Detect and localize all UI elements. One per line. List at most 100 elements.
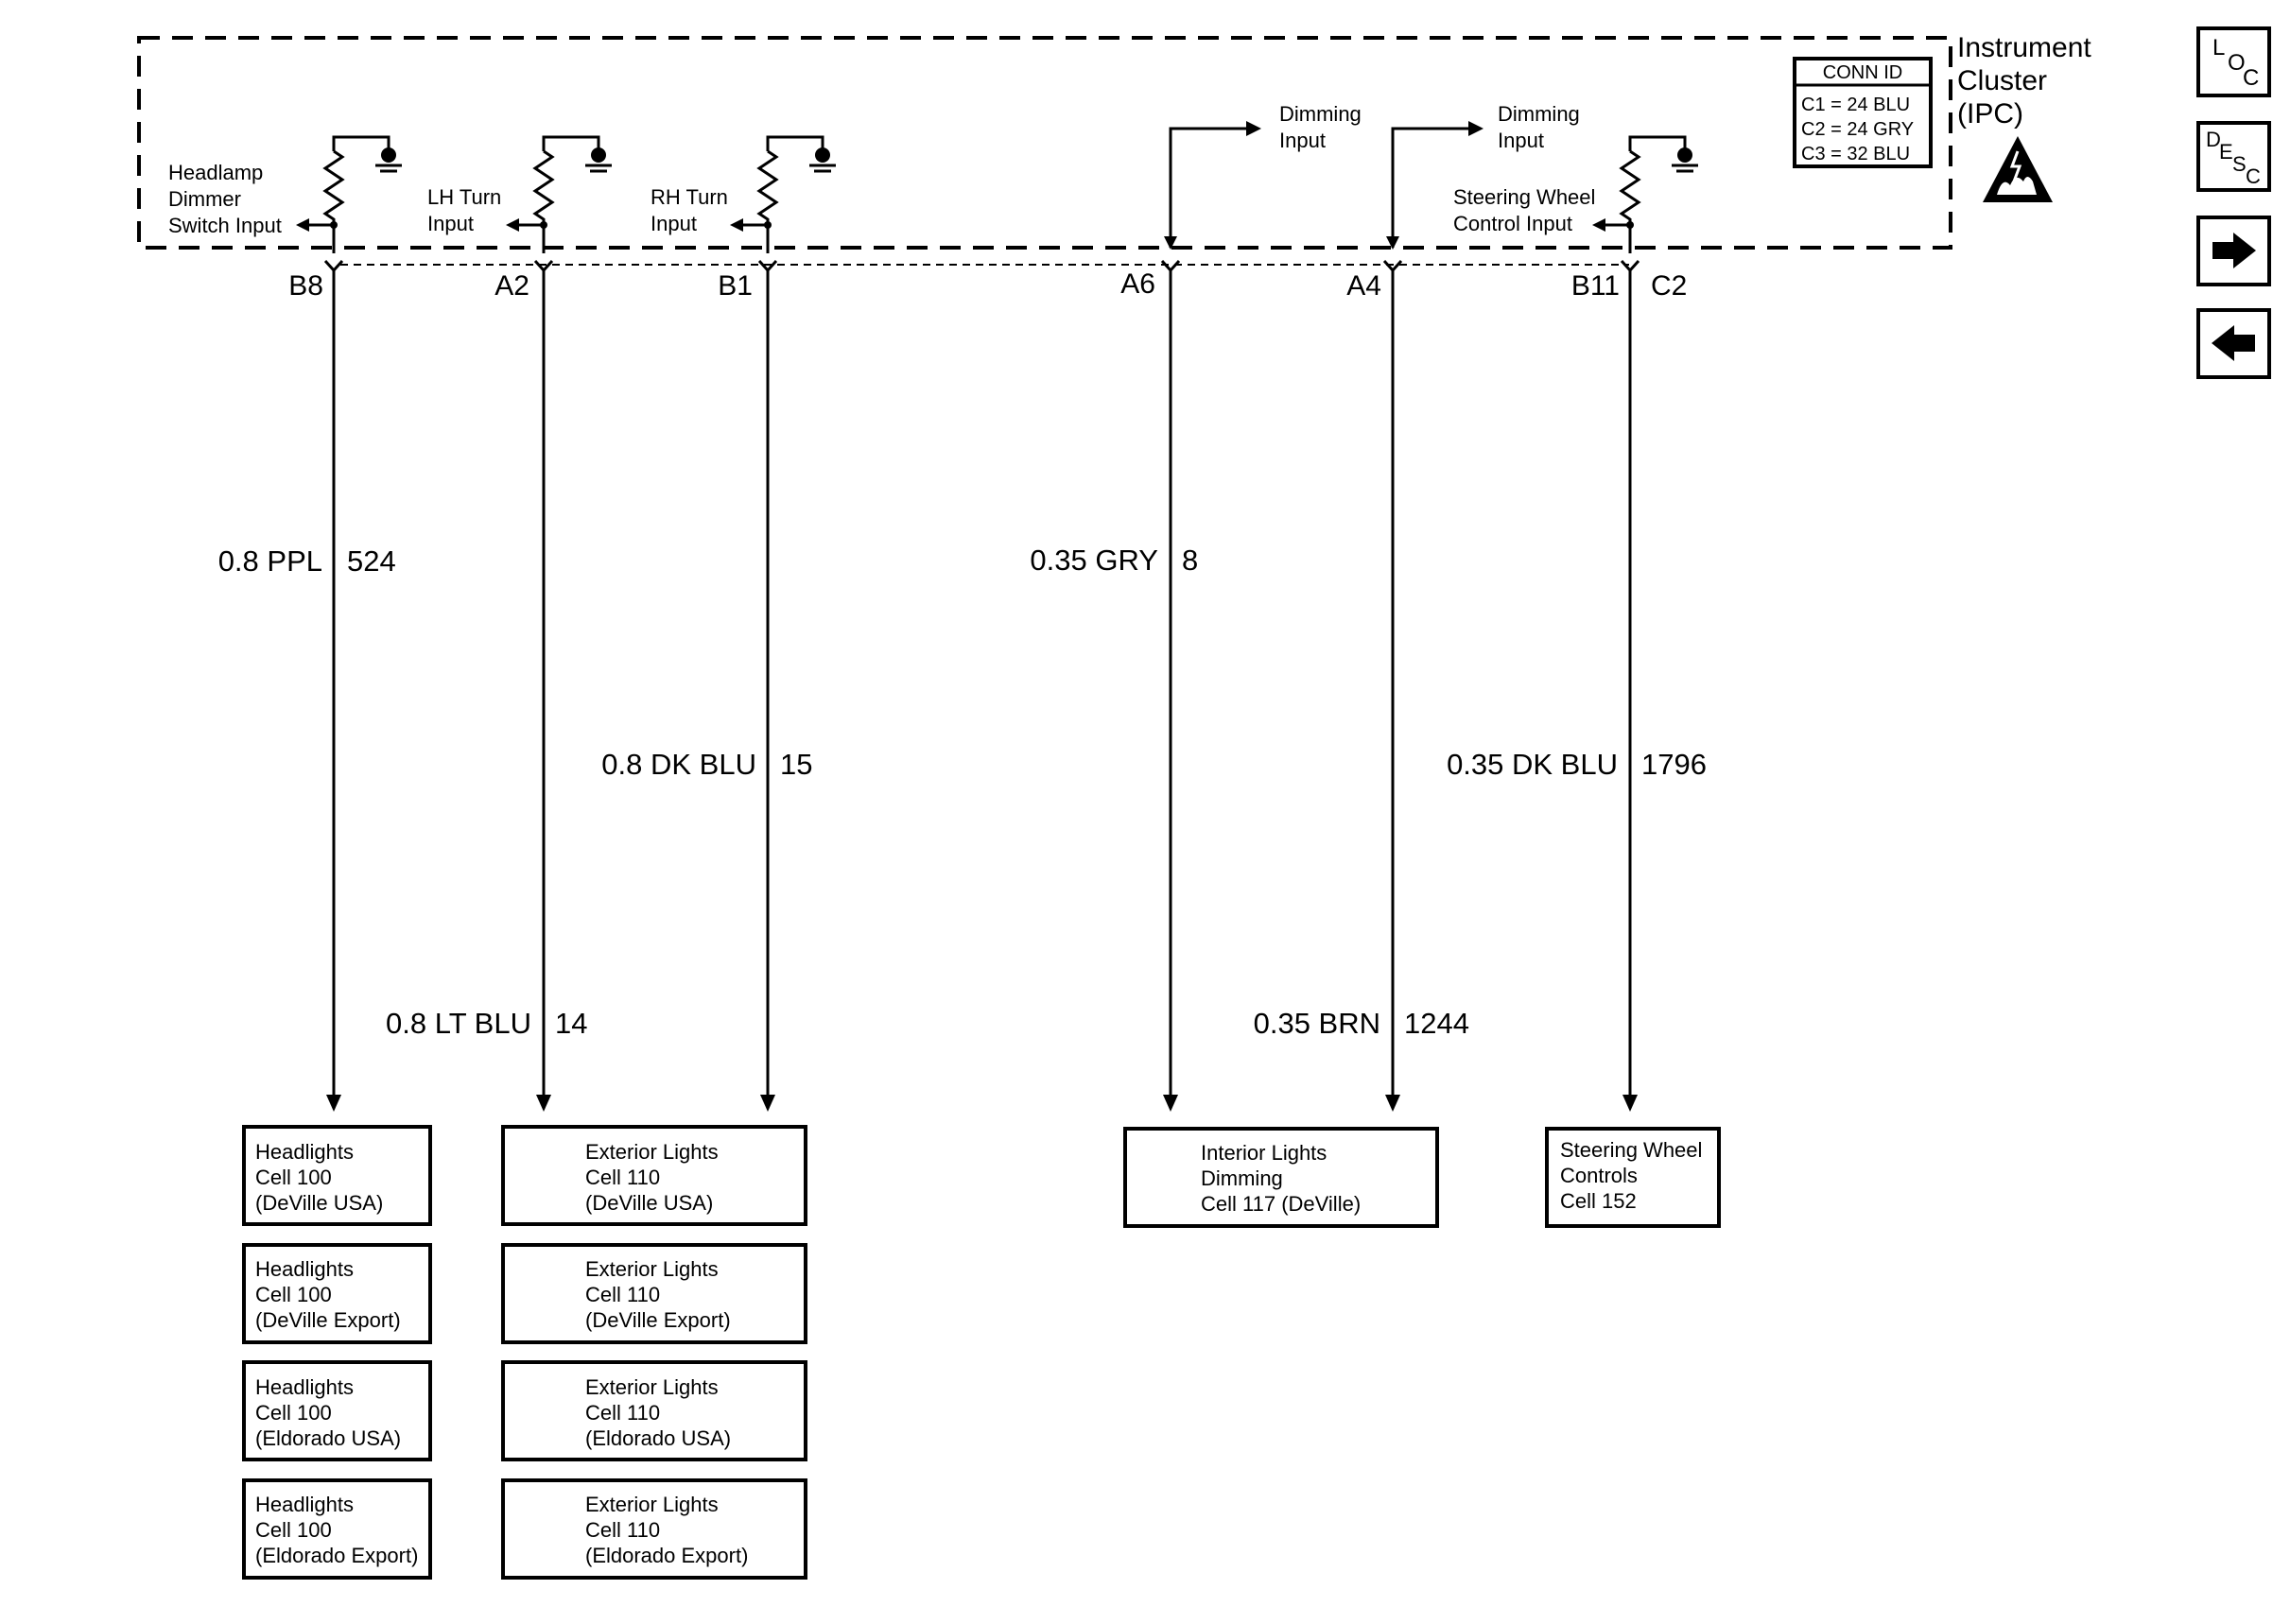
desc-letter: S [2232,152,2247,176]
svg-text:Cell 100: Cell 100 [255,1518,332,1542]
wire-circuit-a6: 8 [1182,544,1198,577]
wire-arrowheads [326,1095,1638,1112]
wire-color-a4: 0.35 BRN [1254,1007,1380,1040]
rh-turn-input-label: Input [651,212,697,235]
svg-text:Steering Wheel: Steering Wheel [1560,1138,1702,1162]
ground-icon [585,147,612,173]
ground-icon [375,147,402,173]
next-page-button[interactable] [2196,216,2271,286]
electrostatic-discharge-warning-icon [1983,136,2053,202]
arrow-right-icon [2212,233,2256,268]
svg-text:(DeVille Export): (DeVille Export) [255,1308,401,1332]
steering-wheel-circuit [1592,135,1698,253]
lh-turn-input-label: LH Turn [427,185,501,209]
desc-button[interactable]: D E S C [2196,121,2271,192]
destination-box-steering-wheel-controls[interactable]: Steering Wheel Controls Cell 152 [1545,1127,1721,1228]
svg-text:Cell 110: Cell 110 [585,1518,660,1542]
dimming-input-label: Input [1279,129,1326,152]
destination-box-headlights[interactable]: Headlights Cell 100 (DeVille Export) [242,1243,432,1344]
dimming-input-label: Dimming [1279,102,1362,126]
ground-icon [809,147,836,173]
location-icon: L [2212,35,2225,60]
ground-icon [1672,147,1698,173]
destination-box-headlights[interactable]: Headlights Cell 100 (DeVille USA) [242,1125,432,1226]
svg-text:Cell 110: Cell 110 [585,1166,660,1189]
destination-box-exterior-lights[interactable]: Exterior Lights Cell 110 (Eldorado Expor… [501,1478,807,1580]
svg-text:(Eldorado USA): (Eldorado USA) [585,1426,731,1450]
svg-text:Headlights: Headlights [255,1375,354,1399]
rh-turn-circuit [730,135,836,253]
conn-id-header: CONN ID [1823,62,1902,83]
headlamp-input-label: Headlamp [168,161,263,184]
svg-text:Interior Lights: Interior Lights [1201,1141,1327,1165]
wire-color-a6: 0.35 GRY [1030,544,1158,577]
svg-text:(DeVille USA): (DeVille USA) [255,1191,383,1215]
conn-id-row: C2 = 24 GRY [1801,119,1914,140]
wire-circuit-b1: 15 [780,748,812,781]
loc-letter: O [2228,50,2246,76]
svg-text:Cell 152: Cell 152 [1560,1189,1637,1213]
dimming-input-2-circuit [1386,121,1484,250]
destination-box-exterior-lights[interactable]: Exterior Lights Cell 110 (DeVille Export… [501,1243,807,1344]
destination-box-interior-lights-dimming[interactable]: Interior Lights Dimming Cell 117 (DeVill… [1123,1127,1439,1228]
svg-text:Cell 100: Cell 100 [255,1401,332,1425]
wire-circuit-b8: 524 [347,544,396,578]
desc-letter: E [2219,140,2233,164]
destination-box-headlights[interactable]: Headlights Cell 100 (Eldorado USA) [242,1360,432,1461]
wire-circuit-b11: 1796 [1641,748,1707,781]
conn-id-table: CONN ID C1 = 24 BLU C2 = 24 GRY C3 = 32 … [1793,57,1933,168]
wire-color-b8: 0.8 PPL [218,544,322,578]
dimming-input-label: Input [1498,129,1544,152]
module-title-line-1: Instrument [1957,32,2091,63]
previous-page-button[interactable] [2196,308,2271,379]
steering-input-label: Steering Wheel [1453,185,1595,209]
conn-id-row: C1 = 24 BLU [1801,95,1910,115]
svg-text:Cell 110: Cell 110 [585,1283,660,1306]
rh-turn-input-label: RH Turn [651,185,728,209]
lh-turn-input-label: Input [427,212,474,235]
lh-turn-circuit [506,135,612,253]
svg-text:Headlights: Headlights [255,1257,354,1281]
description-icon: D [2206,128,2221,151]
loc-button[interactable]: L O C [2196,26,2271,97]
module-title-line-3: (IPC) [1957,98,2023,130]
svg-text:Exterior Lights: Exterior Lights [585,1257,719,1281]
svg-text:(DeVille Export): (DeVille Export) [585,1308,731,1332]
instrument-cluster-boundary [137,36,1952,250]
dimming-input-1-circuit [1164,121,1261,250]
dimming-input-label: Dimming [1498,102,1580,126]
module-title-line-2: Cluster [1957,65,2047,96]
headlamp-input-label: Dimmer [168,187,241,211]
pin-label-b11: B11 [1571,270,1620,302]
destination-box-exterior-lights[interactable]: Exterior Lights Cell 110 (DeVille USA) [501,1125,807,1226]
svg-text:(Eldorado Export): (Eldorado Export) [255,1544,418,1567]
svg-text:(Eldorado Export): (Eldorado Export) [585,1544,748,1567]
pin-label-b1: B1 [718,270,753,302]
arrow-left-icon [2212,325,2255,361]
svg-text:Cell 100: Cell 100 [255,1166,332,1189]
pin-label-a2: A2 [495,270,529,302]
pin-label-a6: A6 [1120,268,1155,300]
pin-label-c2: C2 [1651,270,1687,302]
svg-text:(DeVille USA): (DeVille USA) [585,1191,713,1215]
destination-box-exterior-lights[interactable]: Exterior Lights Cell 110 (Eldorado USA) [501,1360,807,1461]
destination-box-headlights[interactable]: Headlights Cell 100 (Eldorado Export) [242,1478,432,1580]
conn-id-row: C3 = 32 BLU [1801,144,1910,164]
wire-color-b1: 0.8 DK BLU [601,748,756,781]
svg-text:Exterior Lights: Exterior Lights [585,1375,719,1399]
svg-text:Controls: Controls [1560,1164,1638,1187]
wires [332,270,1632,1097]
headlamp-input-label: Switch Input [168,214,282,237]
wire-circuit-a2: 14 [555,1007,587,1040]
svg-text:Dimming: Dimming [1201,1166,1283,1190]
pin-label-b8: B8 [288,270,323,302]
svg-text:Headlights: Headlights [255,1493,354,1516]
svg-text:Cell 110: Cell 110 [585,1401,660,1425]
steering-input-label: Control Input [1453,212,1572,235]
headlamp-dimmer-circuit [296,135,402,253]
svg-text:Exterior Lights: Exterior Lights [585,1493,719,1516]
wire-circuit-a4: 1244 [1404,1007,1469,1040]
wire-color-a2: 0.8 LT BLU [386,1007,531,1040]
svg-text:Headlights: Headlights [255,1140,354,1164]
